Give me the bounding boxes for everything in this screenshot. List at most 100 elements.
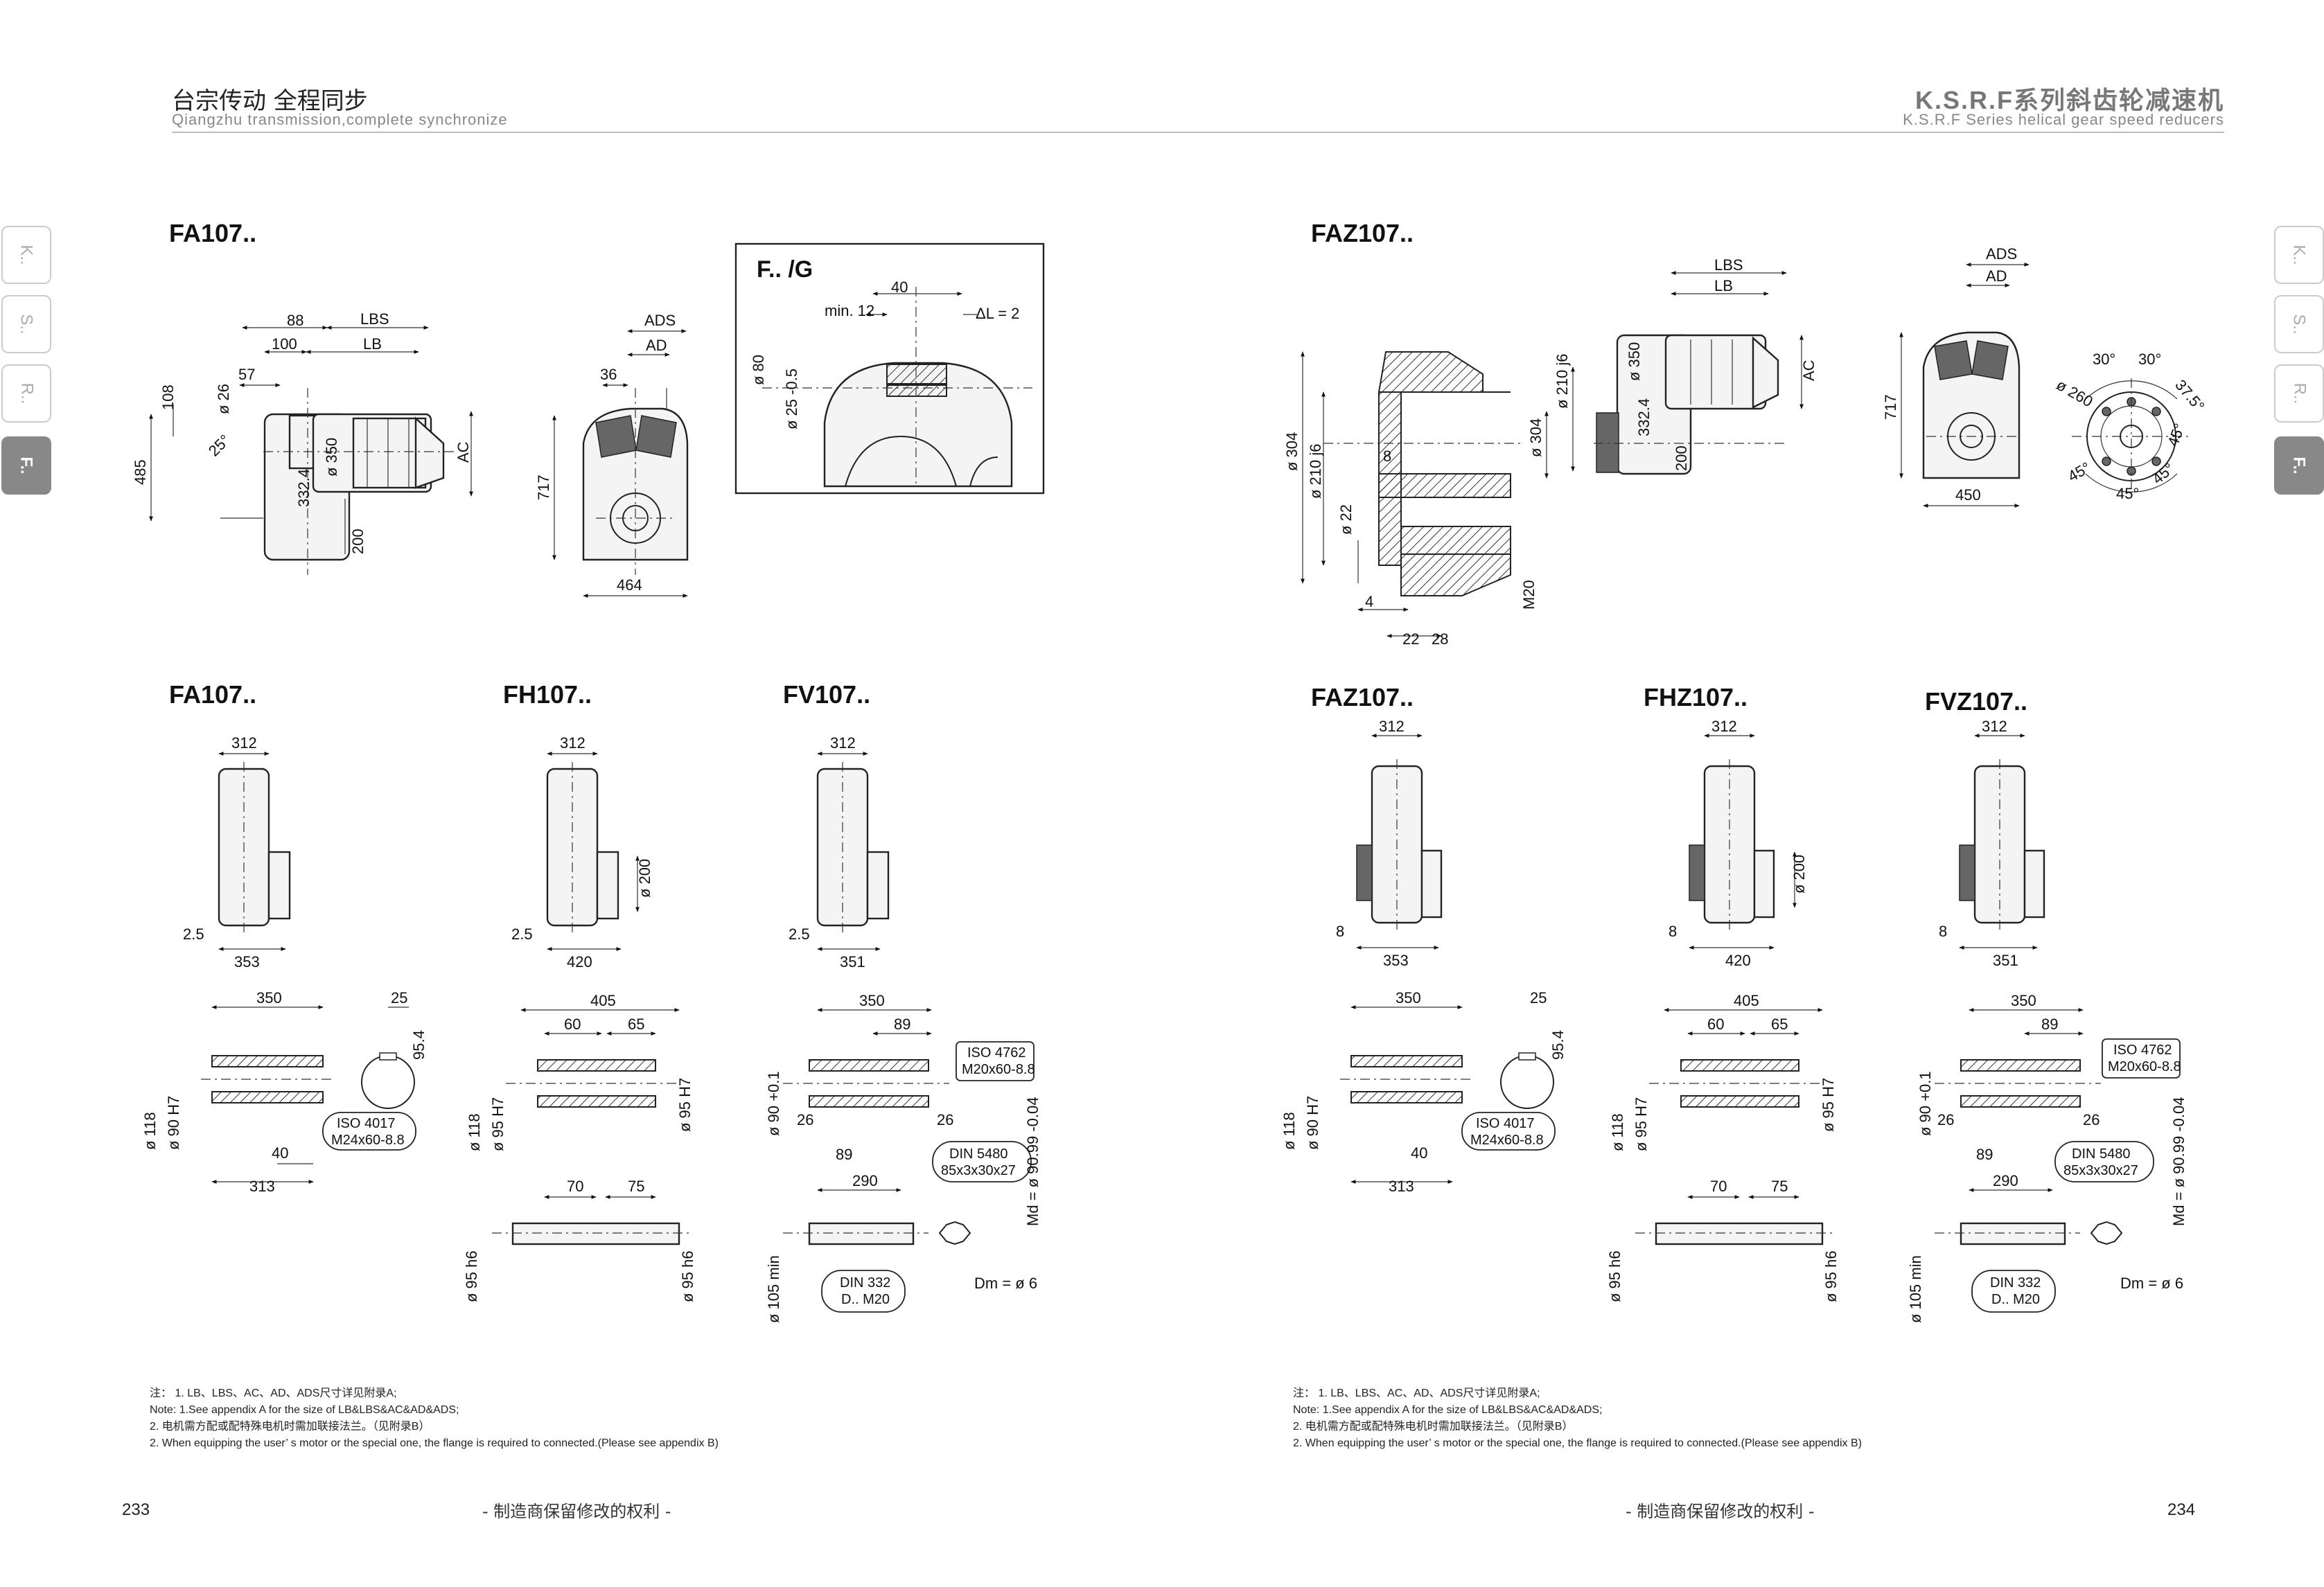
svg-text:70: 70 bbox=[1710, 1178, 1727, 1195]
svg-text:DIN 5480: DIN 5480 bbox=[949, 1146, 1008, 1162]
svg-text:312: 312 bbox=[560, 734, 586, 752]
svg-text:26: 26 bbox=[2083, 1111, 2099, 1128]
svg-text:F.. /G: F.. /G bbox=[757, 256, 813, 283]
svg-text:290: 290 bbox=[1993, 1172, 2018, 1189]
svg-text:200: 200 bbox=[1673, 445, 1690, 471]
tab-r-left[interactable]: R.. bbox=[1, 364, 51, 423]
svg-text:ø 26: ø 26 bbox=[215, 384, 232, 414]
title-faz107: FAZ107.. bbox=[1311, 683, 1414, 711]
svg-text:ø 95 H7: ø 95 H7 bbox=[1820, 1078, 1837, 1132]
svg-text:25: 25 bbox=[391, 989, 407, 1007]
svg-text:ø 95 h6: ø 95 h6 bbox=[679, 1250, 696, 1302]
shaft-fh107: 405 60 65 ø 118 ø 95 H7 ø 95 H7 70 75 ø … bbox=[463, 992, 696, 1302]
svg-text:312: 312 bbox=[231, 734, 257, 752]
shaft-fa107: 350 25 95.4 ø 118 ø 90 H7 40 313 ISO 401… bbox=[141, 989, 428, 1195]
svg-text:312: 312 bbox=[1379, 718, 1405, 735]
tab-f-right[interactable]: F.. bbox=[2274, 436, 2324, 495]
svg-text:M24x60-8.8: M24x60-8.8 bbox=[331, 1133, 405, 1148]
faz107-flange-pattern: 30° 30° 37.5° ø 260 45° 45° 45° 45° bbox=[2054, 351, 2208, 502]
svg-text:ø 22: ø 22 bbox=[1337, 504, 1355, 535]
svg-text:65: 65 bbox=[1771, 1016, 1788, 1033]
svg-text:AD: AD bbox=[646, 337, 667, 354]
svg-text:95.4: 95.4 bbox=[1549, 1030, 1567, 1060]
tab-s-right[interactable]: S.. bbox=[2274, 295, 2324, 353]
svg-text:485: 485 bbox=[132, 459, 149, 485]
svg-text:M24x60-8.8: M24x60-8.8 bbox=[1470, 1133, 1544, 1148]
title-fh107: FH107.. bbox=[503, 680, 592, 709]
svg-text:min. 12: min. 12 bbox=[825, 302, 874, 319]
svg-text:89: 89 bbox=[2041, 1016, 2058, 1033]
faz107-section-view: ø 304 ø 210 j6 8 ø 22 4 22 28 M20 bbox=[1283, 351, 1538, 648]
tab-s-left[interactable]: S.. bbox=[1, 295, 51, 353]
svg-text:350: 350 bbox=[859, 992, 885, 1009]
tab-r-right[interactable]: R.. bbox=[2274, 364, 2324, 423]
faz107-front-view: ADS AD 717 450 bbox=[1882, 245, 2030, 508]
notes-right: 注： 1. LB、LBS、AC、AD、ADS尺寸详见附录A; Note: 1.S… bbox=[1293, 1387, 1862, 1449]
svg-text:ø 90 +0.1: ø 90 +0.1 bbox=[1917, 1071, 1934, 1136]
faz107-side-view: LBS LB ø 210 j6 ø 350 332.4 ø 304 200 AC bbox=[1527, 256, 1817, 479]
svg-text:8: 8 bbox=[1383, 447, 1391, 465]
title-fv107: FV107.. bbox=[783, 680, 871, 709]
svg-text:108: 108 bbox=[159, 384, 177, 410]
svg-text:ø 95 H7: ø 95 H7 bbox=[676, 1078, 694, 1132]
svg-text:26: 26 bbox=[797, 1111, 813, 1128]
svg-text:LBS: LBS bbox=[1714, 256, 1743, 274]
svg-text:ø 90 H7: ø 90 H7 bbox=[165, 1096, 182, 1150]
svg-text:353: 353 bbox=[1383, 952, 1409, 969]
title-fvz107: FVZ107.. bbox=[1925, 687, 2028, 716]
svg-text:ø 210 j6: ø 210 j6 bbox=[1307, 444, 1324, 499]
header-brand-cn: 台宗传动 全程同步 bbox=[172, 87, 368, 115]
tab-k-right[interactable]: K.. bbox=[2274, 226, 2324, 284]
svg-text:ø 118: ø 118 bbox=[1609, 1113, 1626, 1151]
fa107-front-view bbox=[582, 388, 689, 575]
svg-text:Dm = ø 6: Dm = ø 6 bbox=[974, 1275, 1037, 1292]
svg-text:100: 100 bbox=[272, 335, 297, 353]
svg-text:ø 350: ø 350 bbox=[323, 438, 340, 477]
svg-text:40: 40 bbox=[891, 278, 908, 296]
svg-text:26: 26 bbox=[937, 1111, 953, 1128]
svg-text:332.4: 332.4 bbox=[1635, 398, 1653, 436]
svg-text:88: 88 bbox=[287, 312, 303, 329]
page-number-right: 234 bbox=[2167, 1500, 2196, 1519]
svg-text:464: 464 bbox=[617, 576, 642, 594]
svg-text:313: 313 bbox=[249, 1178, 275, 1195]
svg-text:351: 351 bbox=[840, 953, 865, 970]
svg-text:350: 350 bbox=[2011, 992, 2036, 1009]
header-series-en: K.S.R.F Series helical gear speed reduce… bbox=[1903, 111, 2224, 128]
svg-text:405: 405 bbox=[590, 992, 616, 1009]
svg-text:450: 450 bbox=[1955, 486, 1981, 504]
svg-text:ø 95 h6: ø 95 h6 bbox=[463, 1250, 480, 1302]
svg-text:95.4: 95.4 bbox=[410, 1030, 428, 1060]
svg-text:M20x60-8.8: M20x60-8.8 bbox=[962, 1062, 1035, 1077]
svg-text:351: 351 bbox=[1993, 952, 2018, 969]
svg-text:ø 80: ø 80 bbox=[750, 355, 767, 385]
svg-text:ø 304: ø 304 bbox=[1527, 418, 1544, 457]
svg-text:45°: 45° bbox=[2164, 421, 2188, 449]
svg-text:Md = ø 90.99 -0.04: Md = ø 90.99 -0.04 bbox=[1024, 1097, 1041, 1227]
fa107-front-dims: ADS AD 36 717 464 bbox=[535, 312, 688, 598]
svg-text:70: 70 bbox=[567, 1178, 583, 1195]
svg-text:30°: 30° bbox=[2138, 351, 2161, 368]
rights-notice-right: - 制造商保留修改的权利 - bbox=[1626, 1502, 1815, 1521]
svg-text:ø 105 min: ø 105 min bbox=[1907, 1255, 1924, 1323]
tab-k-left[interactable]: K.. bbox=[1, 226, 51, 284]
svg-text:Dm = ø 6: Dm = ø 6 bbox=[2120, 1275, 2183, 1292]
svg-text:290: 290 bbox=[852, 1172, 878, 1189]
svg-text:332.4: 332.4 bbox=[295, 469, 312, 507]
fa107-side-dims: 88 LBS 100 LB 57 ø 26 108 25° 485 ø 350 … bbox=[132, 310, 473, 554]
svg-text:45°: 45° bbox=[2116, 485, 2139, 502]
svg-text:8: 8 bbox=[1669, 923, 1677, 940]
svg-text:25°: 25° bbox=[205, 431, 234, 459]
svg-text:ADS: ADS bbox=[1986, 245, 2017, 263]
shaft-fhz107: 405 60 65 ø 118 ø 95 H7 ø 95 H7 70 75 ø … bbox=[1606, 992, 1840, 1302]
title-fa107-top: FA107.. bbox=[169, 219, 257, 247]
svg-text:ø 118: ø 118 bbox=[141, 1112, 159, 1150]
page-number-left: 233 bbox=[122, 1500, 150, 1519]
svg-text:D.. M20: D.. M20 bbox=[841, 1292, 890, 1307]
svg-text:2.5: 2.5 bbox=[511, 925, 533, 943]
svg-text:350: 350 bbox=[1396, 989, 1421, 1007]
svg-text:405: 405 bbox=[1734, 992, 1759, 1009]
tab-f-left[interactable]: F.. bbox=[1, 436, 51, 495]
svg-text:ø 200: ø 200 bbox=[636, 859, 653, 898]
